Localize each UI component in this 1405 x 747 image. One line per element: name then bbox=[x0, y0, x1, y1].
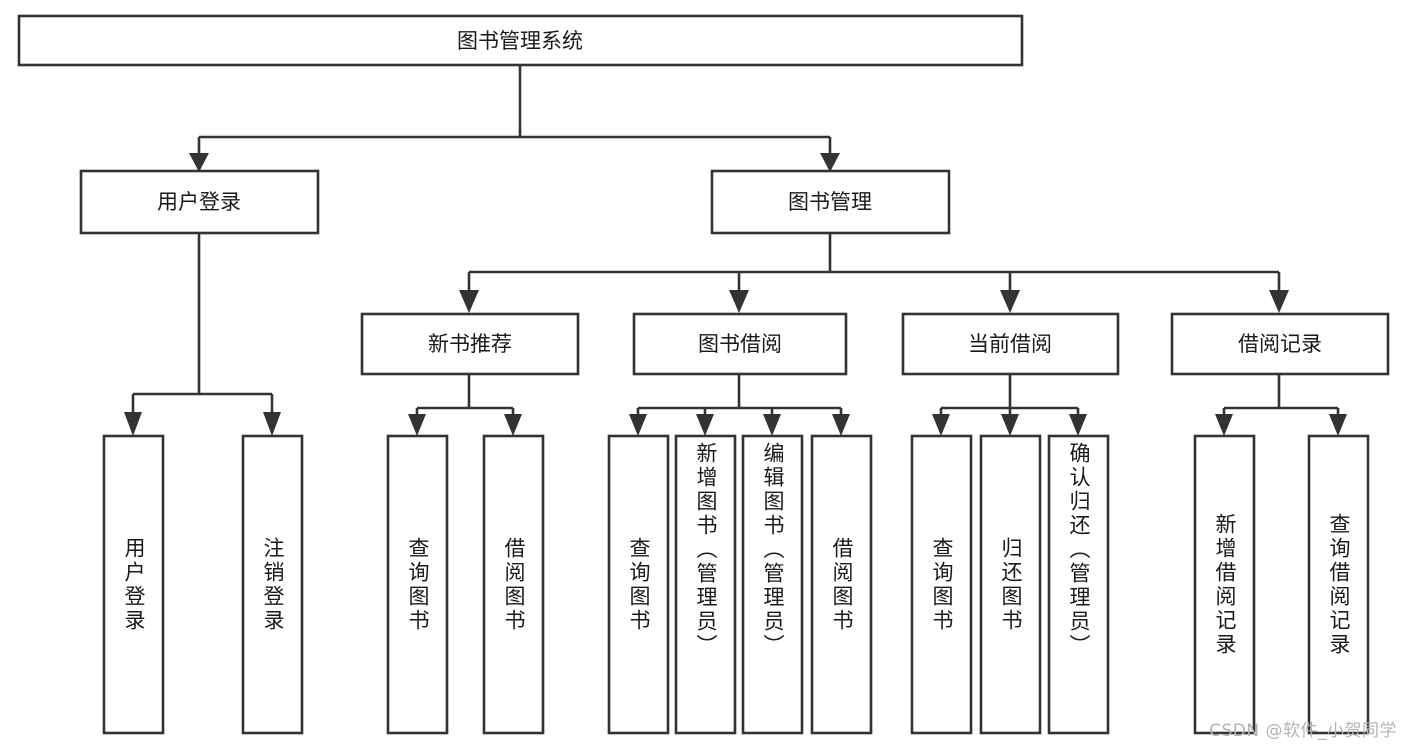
leaf-box-current-confirm-return-admin[interactable] bbox=[1047, 434, 1110, 735]
arrowhead-book-borrow bbox=[729, 290, 749, 313]
leaf-box-record-query-record[interactable] bbox=[1307, 434, 1370, 735]
node-borrow-record-label: 借阅记录 bbox=[1238, 332, 1322, 356]
leaf-box-recommend-query-book[interactable] bbox=[386, 434, 449, 735]
arrowhead-current-leaf-3 bbox=[1069, 414, 1087, 436]
leaf-box-current-return-book[interactable] bbox=[979, 434, 1042, 735]
arrowhead-borrow-leaf-4 bbox=[832, 414, 850, 436]
leaf-box-record-add-record[interactable] bbox=[1193, 434, 1256, 735]
arrowhead-recommend-leaf-1 bbox=[408, 414, 426, 436]
arrowhead-borrow-leaf-3 bbox=[763, 414, 781, 436]
arrowhead-recommend-leaf-2 bbox=[504, 414, 522, 436]
arrowhead-borrow-record bbox=[1269, 290, 1289, 313]
node-current-borrow[interactable] bbox=[901, 312, 1120, 376]
node-book-borrow[interactable] bbox=[632, 312, 848, 376]
arrowhead-borrow-leaf-2 bbox=[696, 414, 714, 436]
arrowhead-leaf-logout bbox=[263, 412, 281, 436]
node-current-borrow-label: 当前借阅 bbox=[968, 332, 1052, 356]
node-book-management-label: 图书管理 bbox=[788, 190, 872, 214]
connector-layer bbox=[124, 65, 1347, 436]
leaf-box-current-query-book[interactable] bbox=[910, 434, 973, 735]
arrowhead-current-borrow bbox=[1000, 290, 1020, 313]
leaf-box-borrow-query-book[interactable] bbox=[607, 434, 670, 735]
leaf-box-user-login[interactable] bbox=[102, 434, 165, 735]
arrowhead-borrow-leaf-1 bbox=[629, 414, 647, 436]
arrowhead-leaf-user-login bbox=[124, 412, 142, 436]
arrowhead-new-book-recommend bbox=[459, 290, 479, 313]
csdn-watermark: CSDN @软件_小贺同学 bbox=[1209, 721, 1397, 741]
node-borrow-record[interactable] bbox=[1170, 312, 1390, 376]
node-user-login[interactable] bbox=[79, 169, 320, 235]
node-new-book-recommend-label: 新书推荐 bbox=[428, 332, 512, 356]
leaf-box-borrow-borrow-book[interactable] bbox=[810, 434, 873, 735]
node-user-login-label: 用户登录 bbox=[157, 190, 241, 214]
node-layer: 图书管理系统 用户登录 图书管理 新书推荐 图书借阅 当前借阅 借阅记录 bbox=[17, 14, 1390, 735]
arrowhead-record-leaf-1 bbox=[1215, 414, 1233, 436]
leaf-box-borrow-add-book-admin[interactable] bbox=[674, 434, 737, 735]
node-book-borrow-label: 图书借阅 bbox=[698, 332, 782, 356]
arrowhead-book-manage bbox=[820, 153, 840, 172]
node-new-book-recommend[interactable] bbox=[360, 312, 580, 376]
node-root-label: 图书管理系统 bbox=[457, 29, 583, 53]
arrowhead-current-leaf-1 bbox=[932, 414, 950, 436]
leaf-box-recommend-borrow-book[interactable] bbox=[482, 434, 545, 735]
node-root-book-management-system[interactable] bbox=[17, 14, 1024, 67]
leaf-box-borrow-edit-book-admin[interactable] bbox=[741, 434, 804, 735]
arrowhead-current-leaf-2 bbox=[1001, 414, 1019, 436]
node-book-management[interactable] bbox=[710, 169, 951, 235]
arrowhead-user-login bbox=[189, 153, 209, 172]
leaf-box-logout[interactable] bbox=[241, 434, 304, 735]
arrowhead-record-leaf-2 bbox=[1329, 414, 1347, 436]
